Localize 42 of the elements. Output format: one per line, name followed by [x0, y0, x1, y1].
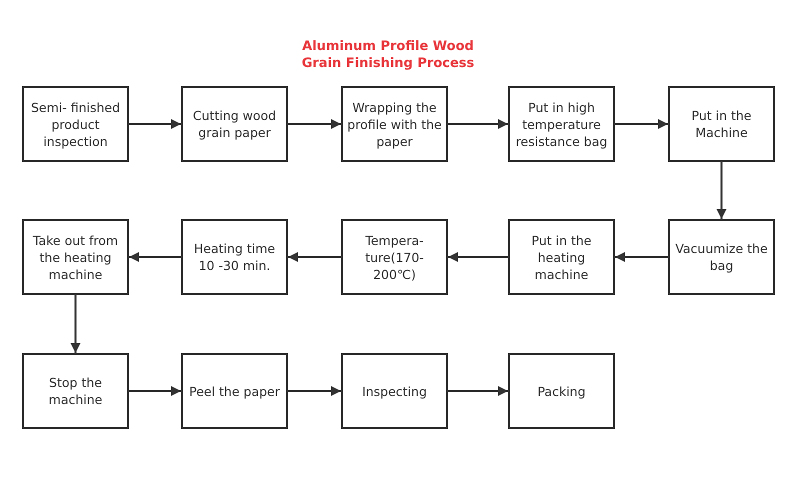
process-box	[181, 353, 288, 429]
arrow	[448, 386, 508, 396]
step-text: Tempera- ture(170- 200℃)	[364, 232, 425, 282]
process-box	[508, 219, 615, 295]
arrow	[716, 162, 726, 219]
arrow	[448, 252, 508, 262]
arrow	[129, 119, 181, 129]
step-text: Cutting wood grain paper	[192, 107, 278, 141]
step-text: Heating time 10 -30 min.	[192, 240, 276, 274]
process-box	[508, 353, 615, 429]
arrow	[288, 252, 341, 262]
process-box	[341, 219, 448, 295]
process-box	[181, 219, 288, 295]
arrow	[70, 295, 80, 353]
step-text: Packing	[536, 382, 587, 400]
step-text: Peel the paper	[188, 382, 281, 400]
process-box	[668, 219, 775, 295]
step-text: Inspecting	[361, 382, 428, 400]
arrow	[288, 119, 341, 129]
process-box	[22, 86, 129, 162]
arrow	[288, 386, 341, 396]
step-text: Stop the machine	[48, 374, 104, 408]
process-box	[341, 86, 448, 162]
arrow	[615, 252, 668, 262]
step-text: Put in the Machine	[690, 107, 752, 141]
step-text: Vacuumize the bag	[674, 240, 769, 274]
arrow	[448, 119, 508, 129]
process-box	[22, 353, 129, 429]
step-text: Put in the heating machine	[530, 232, 592, 282]
process-box	[22, 219, 129, 295]
diagram-title: Aluminum Profile Wood Grain Finishing Process	[300, 38, 476, 72]
step-text: Wrapping the profile with the paper	[346, 98, 443, 150]
process-box	[508, 86, 615, 162]
step-text: Semi- finished product inspection	[30, 98, 122, 150]
arrow	[615, 119, 668, 129]
step-text: Put in high temperature resistance bag	[514, 98, 608, 150]
process-box	[181, 86, 288, 162]
arrow	[129, 252, 181, 262]
process-box	[341, 353, 448, 429]
process-box	[668, 86, 775, 162]
step-text: Take out from the heating machine	[32, 232, 120, 282]
arrow	[129, 386, 181, 396]
